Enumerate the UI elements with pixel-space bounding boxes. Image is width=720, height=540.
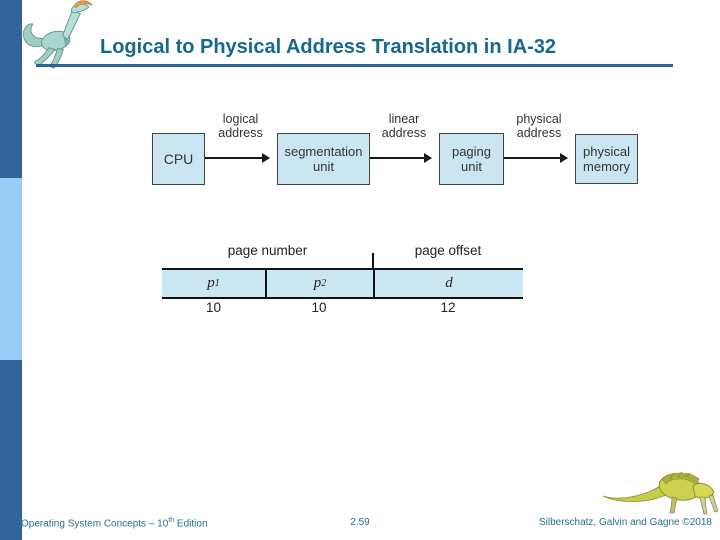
diagram-box-label: memory <box>583 159 630 174</box>
diagram-box-label: physical <box>583 144 630 159</box>
footer-text: Operating System Concepts – 10 <box>21 518 169 530</box>
diagram-box-label: paging <box>451 144 492 159</box>
accent-bar-bottom <box>0 360 22 540</box>
arrow-right-icon <box>504 153 568 163</box>
footer-authors: Silberschatz, Galvin and Gagne ©2018 <box>538 517 712 528</box>
footer-book-title: Operating System Concepts – 10th Edition <box>21 517 208 529</box>
title-underline <box>36 64 673 67</box>
field-symbol: d <box>445 275 453 291</box>
arrow-right-icon <box>370 153 432 163</box>
bit-width-d: 12 <box>440 300 456 315</box>
arrow-label-line: physical <box>516 112 562 126</box>
bit-width-p2: 10 <box>311 300 327 315</box>
dinosaur-mascot-icon <box>600 459 719 522</box>
accent-bar-top <box>0 0 22 178</box>
diagram-box-cpu: CPU <box>152 133 205 185</box>
diagram-box-segmentation-unit: segmentation unit <box>277 133 370 185</box>
diagram-box-label: unit <box>313 159 334 174</box>
arrow-label-line: address <box>381 125 427 140</box>
field-d: d <box>373 270 523 297</box>
arrow-label-line: address <box>516 125 562 140</box>
diagram-box-label: unit <box>461 159 482 174</box>
footer-superscript: th <box>168 517 175 524</box>
arrow-label-line: address <box>218 125 263 140</box>
slide-title: Logical to Physical Address Translation … <box>100 36 557 58</box>
bit-width-p1: 10 <box>205 300 222 315</box>
field-subscript: 2 <box>321 278 327 289</box>
arrow-label-line: linear <box>388 112 420 126</box>
slide-page-number: 2.59 <box>350 517 370 528</box>
arrowhead-icon <box>560 153 568 163</box>
footer-text: Edition <box>174 518 208 530</box>
arrowhead-icon <box>424 153 432 163</box>
field-symbol: p <box>313 275 322 291</box>
field-subscript: 1 <box>214 278 220 289</box>
diagram-box-physical-memory: physical memory <box>575 134 638 184</box>
arrowhead-icon <box>262 153 270 163</box>
arrow-label-line: logical <box>222 112 259 126</box>
diagram-box-paging-unit: paging unit <box>439 133 504 185</box>
diagram-box-label: segmentation <box>284 144 363 159</box>
table-header-page-number: page number <box>227 243 308 258</box>
arrow-right-icon <box>205 153 270 163</box>
arrow-label-physical-address: physical address <box>499 112 579 140</box>
table-header-page-offset: page offset <box>414 243 482 258</box>
arrow-label-logical-address: logical address <box>204 112 277 140</box>
diagram-box-label: CPU <box>163 150 194 167</box>
dinosaur-logo-icon <box>20 0 105 80</box>
header-divider-tick <box>372 253 374 268</box>
arrow-label-linear-address: linear address <box>368 112 440 140</box>
field-symbol: p <box>207 275 215 291</box>
accent-bar-middle <box>0 178 22 360</box>
